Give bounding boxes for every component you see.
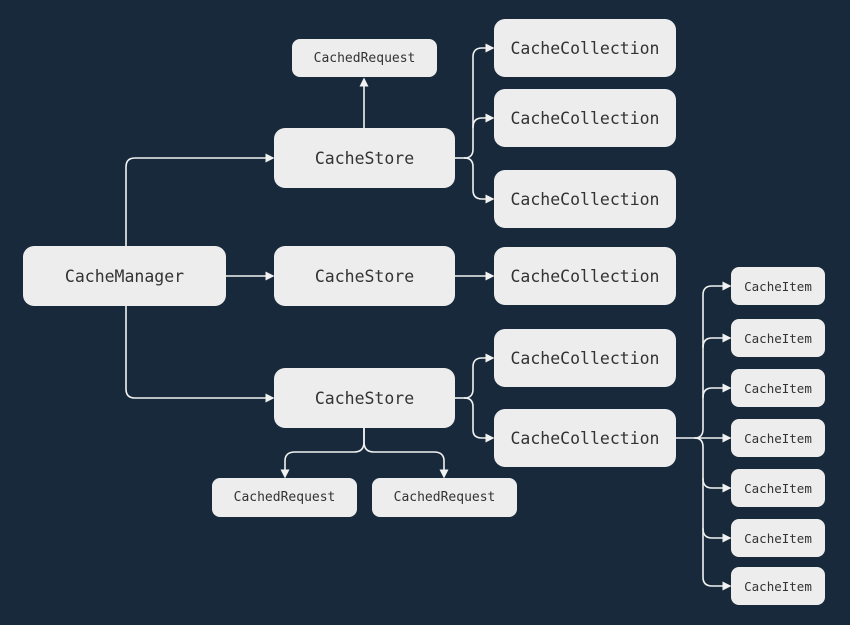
edge-store3-to-cachedrequest-right (363, 427, 449, 479)
edge-manager-to-store3 (125, 305, 275, 403)
node-cache-item-5: CacheItem (731, 469, 825, 507)
edge-store3-to-collection6 (464, 397, 495, 443)
node-cached-request-top: CachedRequest (292, 39, 437, 77)
edge-store1-to-collection3 (464, 157, 495, 204)
edge-store3-to-cachedrequest-left (280, 427, 365, 479)
node-cache-collection-4: CacheCollection (494, 247, 676, 305)
edge-collection6-to-item5 (702, 478, 732, 493)
node-cached-request-left: CachedRequest (212, 478, 357, 517)
node-cache-store-2: CacheStore (274, 246, 455, 306)
node-cache-item-1: CacheItem (731, 267, 825, 305)
node-cache-manager: CacheManager (23, 246, 226, 306)
node-cache-collection-1: CacheCollection (494, 19, 676, 77)
edge-collection6-to-item6 (702, 528, 732, 543)
node-cache-collection-6: CacheCollection (494, 409, 676, 467)
node-cache-item-6: CacheItem (731, 519, 825, 557)
edge-collection6-to-item2 (702, 333, 732, 348)
node-cache-item-3: CacheItem (731, 369, 825, 407)
node-cache-item-2: CacheItem (731, 319, 825, 357)
edge-collection6-to-item1 (694, 281, 732, 439)
node-cache-collection-5: CacheCollection (494, 329, 676, 387)
edge-collection6-to-item3 (702, 383, 732, 398)
edge-store1-to-collection1 (464, 43, 495, 159)
node-cache-collection-3: CacheCollection (494, 170, 676, 228)
node-cache-store-1: CacheStore (274, 128, 455, 188)
node-cache-collection-2: CacheCollection (494, 89, 676, 147)
edge-manager-to-store1 (125, 153, 275, 247)
node-cache-item-7: CacheItem (731, 567, 825, 605)
node-cache-store-3: CacheStore (274, 368, 455, 428)
node-cached-request-right: CachedRequest (372, 478, 517, 517)
edge-store3-to-collection5 (464, 353, 495, 399)
node-cache-item-4: CacheItem (731, 419, 825, 457)
edge-collection6-to-item7 (694, 437, 732, 591)
edge-store1-to-collection2 (472, 113, 495, 128)
